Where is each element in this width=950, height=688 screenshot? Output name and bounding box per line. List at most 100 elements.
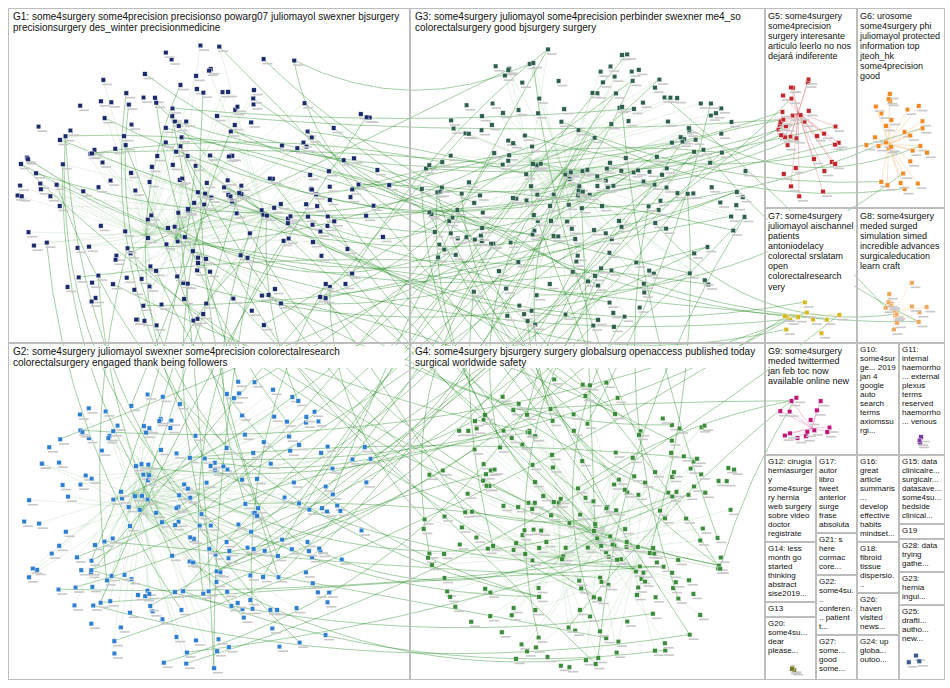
vertex-marker — [164, 242, 169, 247]
vertex-marker — [719, 106, 724, 111]
vertex-label-bar — [155, 275, 165, 277]
vertex-marker — [164, 126, 169, 130]
vertex-label-bar — [665, 191, 675, 193]
vertex-label-bar — [101, 166, 111, 168]
vertex-marker — [79, 568, 84, 573]
vertex-label-bar — [547, 53, 557, 55]
vertex-label-bar — [155, 107, 165, 109]
vertex-label-bar — [305, 576, 315, 578]
vertex-label-bar — [509, 246, 519, 248]
vertex-marker — [327, 169, 332, 174]
vertex-label-bar — [790, 91, 800, 93]
vertex-marker — [345, 247, 350, 252]
vertex-label-bar — [100, 230, 110, 232]
vertex-label-bar — [160, 454, 170, 456]
network-edge — [634, 569, 638, 587]
vertex-marker — [154, 101, 159, 106]
vertex-marker — [111, 282, 116, 287]
vertex-marker — [262, 323, 267, 328]
vertex-marker — [531, 162, 536, 167]
vertex-marker — [562, 107, 567, 112]
vertex-label-bar — [207, 595, 217, 597]
vertex-label-bar — [577, 199, 587, 201]
vertex-label-bar — [889, 309, 899, 311]
vertex-label-bar — [807, 83, 817, 85]
vertex-label-bar — [142, 309, 152, 311]
network-edge — [28, 159, 575, 268]
vertex-label-bar — [365, 121, 375, 123]
vertex-label-bar — [795, 172, 805, 174]
network-edge — [294, 60, 435, 231]
vertex-label-bar — [197, 267, 207, 269]
vertex-marker — [670, 140, 675, 145]
network-edge — [91, 184, 654, 560]
vertex-label-bar — [501, 168, 511, 170]
vertex-label-bar — [460, 197, 470, 199]
vertex-marker — [381, 235, 386, 240]
vertex-label-bar — [94, 302, 104, 304]
network-edge — [578, 130, 904, 194]
network-edge — [216, 221, 550, 571]
vertex-label-bar — [148, 432, 158, 434]
network-edge — [217, 116, 783, 129]
vertex-label-bar — [66, 291, 76, 293]
vertex-marker — [206, 589, 211, 594]
vertex-marker — [812, 157, 817, 162]
vertex-label-bar — [65, 536, 75, 538]
vertex-marker — [141, 472, 146, 477]
vertex-marker — [559, 119, 564, 124]
vertex-marker — [895, 321, 900, 326]
vertex-marker — [245, 256, 250, 261]
vertex-label-bar — [550, 225, 560, 227]
network-edge — [168, 228, 596, 664]
vertex-label-bar — [720, 137, 730, 139]
vertex-marker — [159, 302, 164, 307]
network-edge — [798, 113, 824, 171]
vertex-label-bar — [632, 176, 642, 178]
vertex-label-bar — [181, 182, 191, 184]
vertex-label-bar — [376, 174, 386, 176]
vertex-marker — [601, 80, 606, 85]
vertex-marker — [608, 64, 613, 69]
vertex-marker — [311, 240, 316, 245]
vertex-label-bar — [450, 124, 460, 126]
network-edge — [156, 103, 585, 498]
network-edge — [889, 145, 913, 151]
vertex-label-bar — [328, 596, 338, 598]
vertex-marker — [824, 317, 829, 322]
vertex-marker — [653, 85, 658, 90]
vertex-label-bar — [64, 140, 74, 142]
vertex-marker — [153, 96, 158, 101]
network-edge — [889, 145, 903, 174]
vertex-label-bar — [917, 187, 927, 189]
vertex-marker — [822, 169, 827, 174]
vertex-marker — [508, 240, 513, 245]
vertex-label-bar — [200, 518, 210, 520]
vertex-label-bar — [896, 327, 906, 329]
vertex-label-bar — [521, 86, 531, 88]
vertex-label-bar — [82, 195, 92, 197]
vertex-label-bar — [623, 320, 633, 322]
vertex-marker — [503, 73, 508, 78]
network-edge — [138, 508, 254, 549]
vertex-marker — [335, 503, 340, 508]
vertex-marker — [309, 187, 314, 192]
vertex-label-bar — [288, 440, 298, 442]
vertex-label-bar — [581, 175, 591, 177]
vertex-label-bar — [804, 306, 814, 308]
vertex-label-bar — [103, 545, 113, 547]
vertex-marker — [147, 284, 152, 289]
network-edge — [634, 495, 689, 570]
vertex-label-bar — [210, 201, 220, 203]
vertex-marker — [154, 269, 159, 274]
vertex-label-bar — [557, 85, 567, 87]
vertex-marker — [139, 277, 144, 282]
vertex-label-bar — [890, 124, 900, 126]
vertex-marker — [202, 202, 207, 207]
vertex-marker — [260, 293, 265, 298]
vertex-label-bar — [221, 96, 231, 98]
vertex-label-bar — [90, 305, 100, 307]
vertex-label-bar — [608, 306, 618, 308]
vertex-label-bar — [710, 191, 720, 193]
vertex-marker — [178, 402, 183, 407]
